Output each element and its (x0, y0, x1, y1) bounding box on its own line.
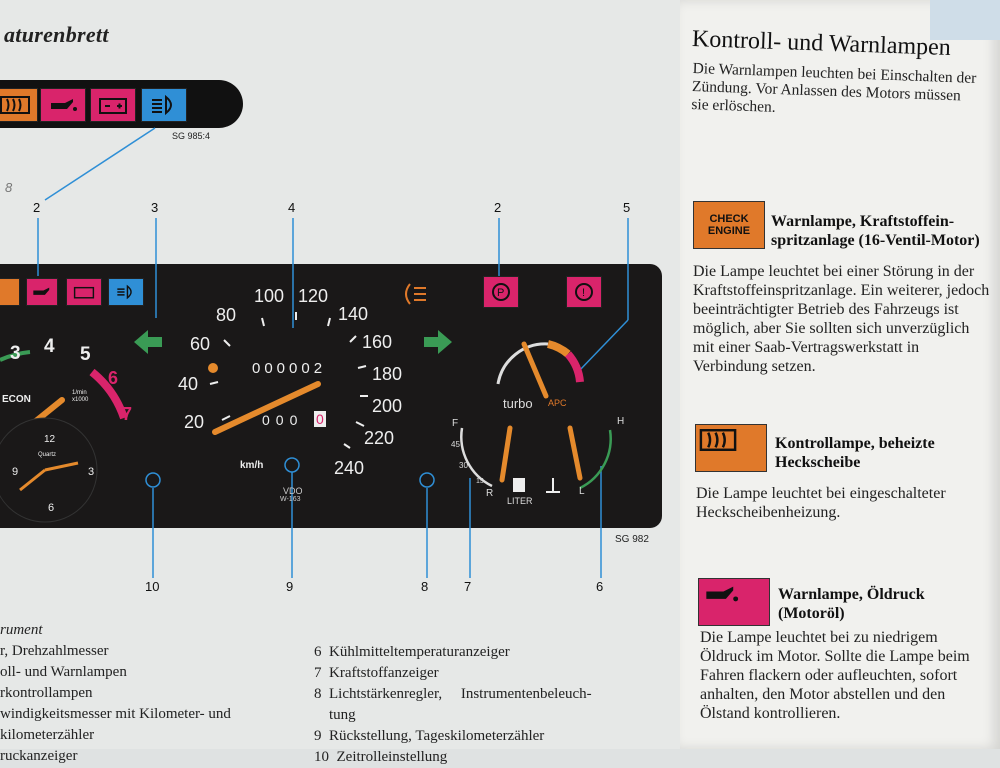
section-2-title: Kontrollampe, beheizte Heckscheibe (775, 435, 935, 471)
legend-left-item: r, Drehzahlmesser (0, 643, 109, 659)
tacho-7: 7 (122, 404, 133, 424)
liter-label: LITER (507, 496, 533, 506)
fuel-reserve: R (486, 488, 494, 499)
temp-low: L (579, 486, 585, 497)
legend-left: r, Drehzahlmesser oll- und Warnlampen rkon… (0, 641, 231, 767)
section-3-body: Die Lampe leuchtet bei zu niedrigem Öldr… (700, 629, 970, 722)
oil-can-icon (40, 88, 86, 122)
vdo-logo: VDO (283, 486, 303, 496)
speedo-tick-120: 120 (298, 286, 329, 306)
callout-4: 4 (288, 200, 296, 215)
heated-rear-window-icon (0, 88, 38, 122)
battery-icon (90, 88, 136, 122)
callout-5: 5 (623, 200, 631, 215)
callout-9: 9 (286, 579, 294, 594)
fuel-30: 30 (459, 461, 468, 470)
legend-right-item: 7 Kraftstoffanzeiger (314, 665, 439, 681)
panel-oil-icon (26, 278, 58, 306)
oil-pressure-icon (698, 578, 770, 626)
speedo-tick-220: 220 (364, 428, 395, 448)
legend-right-item: 10 Zeitrolleinstellung (314, 749, 448, 765)
check-engine-label: CHECK ENGINE (707, 213, 751, 237)
panel-battery-icon (66, 278, 102, 306)
callout-7: 7 (464, 579, 472, 594)
fuel-full: F (452, 418, 459, 429)
callout-10: 10 (145, 579, 160, 594)
tacho-4: 4 (44, 336, 55, 357)
speedo-tick-20: 20 (184, 412, 205, 432)
loose-number: 8 (5, 180, 13, 195)
clock-brand: Quartz (38, 452, 57, 458)
callout-2-right: 2 (494, 200, 502, 215)
callout-3: 3 (151, 200, 159, 215)
legend-title: rument (0, 622, 43, 638)
rear-window-heating-icon (695, 424, 767, 472)
intro-text: Die Warnlampen leuchten bei Einschalten … (691, 60, 977, 116)
page-corner (930, 0, 1000, 40)
odometer: 000002 (252, 360, 327, 377)
speedo-tick-80: 80 (216, 305, 237, 325)
strip-code: SG 985:4 (172, 131, 211, 141)
speedo-tick-240: 240 (334, 458, 365, 478)
tacho-5: 5 (80, 344, 91, 365)
fuel-45: 45 (451, 440, 460, 449)
tacho-6: 6 (108, 368, 119, 388)
speedo-tick-40: 40 (178, 374, 199, 394)
legend-left-item: ruckanzeiger (0, 748, 78, 764)
tacho-3: 3 (10, 343, 21, 364)
svg-text:P: P (497, 287, 504, 299)
apc-label: APC (548, 398, 567, 408)
parking-brake-icon: P (483, 276, 519, 308)
tacho-unit: 1/min x1000 (72, 390, 89, 403)
trip-meter: 000 (262, 412, 304, 428)
legend-left-item: rkontrollampen (0, 685, 93, 701)
check-engine-icon: CHECK ENGINE (693, 201, 765, 249)
callout-8: 8 (421, 579, 429, 594)
speedo-tick-140: 140 (338, 304, 369, 324)
panel-high-beam-icon (108, 278, 144, 306)
legend-left-item: oll- und Warnlampen (0, 664, 127, 680)
callout-2-left: 2 (33, 200, 41, 215)
callout-6: 6 (596, 579, 604, 594)
clock-6: 6 (48, 502, 55, 514)
instrument-drawing (0, 127, 629, 578)
svg-text:!: ! (582, 287, 585, 299)
section-1-body: Die Lampe leuchtet bei einer Störung in … (693, 263, 990, 375)
speed-unit: km/h (240, 460, 264, 471)
fuel-15: 15 (476, 478, 484, 485)
turbo-label: turbo (503, 396, 533, 411)
high-beam-icon (141, 88, 187, 122)
legend-right-item: tung (314, 707, 356, 723)
trip-meter-last: 0 (314, 411, 326, 427)
brake-warning-icon: ! (566, 276, 602, 308)
section-2-body: Die Lampe leuchtet bei eingeschalteter H… (696, 485, 946, 521)
vdo-code: W-163 (280, 496, 301, 503)
speedo-tick-100: 100 (254, 286, 285, 306)
econ-label: ECON (2, 394, 31, 405)
clock-12: 12 (44, 434, 56, 445)
legend-right-item: 8 Lichtstärkenregler, Instrumentenbeleuc… (314, 686, 592, 702)
legend-right-item: 9 Rückstellung, Tageskilometerzähler (314, 728, 545, 744)
clock-3: 3 (88, 466, 95, 478)
legend-right-item: 6 Kühlmitteltemperaturanzeiger (314, 644, 510, 660)
section-1-title: Warnlampe, Kraftstoffein-spritzanlage (1… (771, 213, 980, 249)
legend-left-item: windigkeitsmesser mit Kilometer- und (0, 706, 231, 722)
panel-code: SG 982 (615, 534, 649, 545)
speedo-tick-200: 200 (372, 396, 403, 416)
speedo-tick-60: 60 (190, 334, 211, 354)
panel-heated-window-icon (0, 278, 20, 306)
legend-right: 6 Kühlmitteltemperaturanzeiger 7 Kraftsto… (314, 642, 592, 768)
temp-high: H (617, 416, 625, 427)
left-heading: aturenbrett (4, 22, 109, 47)
clock-9: 9 (12, 466, 19, 478)
section-3-title: Warnlampe, Öldruck (Motoröl) (778, 586, 925, 622)
legend-left-item: kilometerzähler (0, 727, 95, 743)
speedo-tick-160: 160 (362, 332, 393, 352)
speedo-tick-180: 180 (372, 364, 403, 384)
